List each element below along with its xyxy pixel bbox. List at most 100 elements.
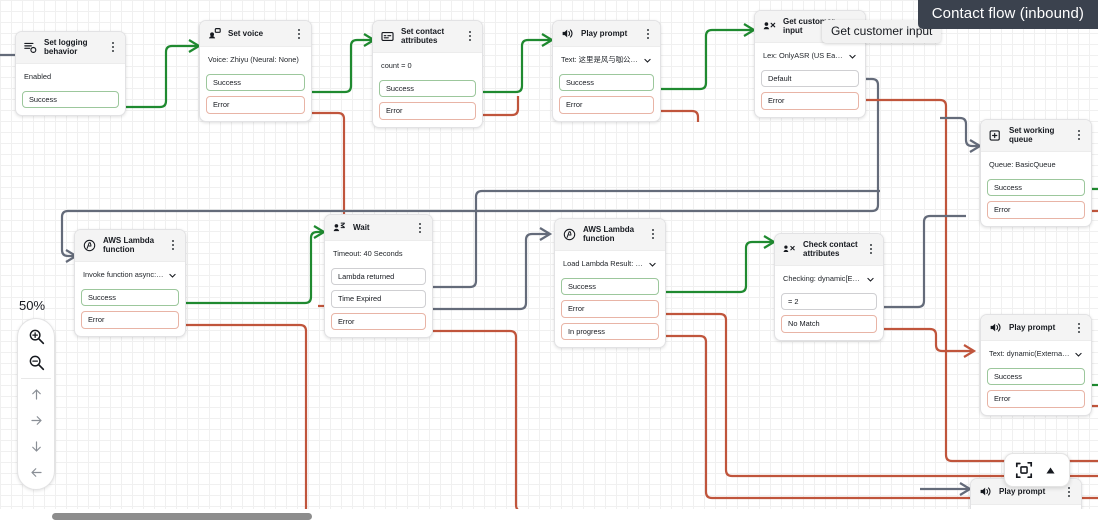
- speaker-icon: [980, 487, 991, 496]
- pan-left-button[interactable]: [19, 459, 53, 485]
- pan-down-button[interactable]: [19, 433, 53, 459]
- port-lambda-returned[interactable]: Lambda returned: [331, 267, 426, 286]
- zoom-controls-panel[interactable]: [17, 318, 55, 490]
- node-subtitle: Text: dynamic(External > ...: [989, 350, 1083, 359]
- node-tooltip: Get customer input: [822, 20, 942, 43]
- lambda-icon: [83, 239, 96, 252]
- port-error[interactable]: Error: [987, 390, 1085, 408]
- port-time-expired[interactable]: Time Expired: [331, 290, 426, 308]
- port-error[interactable]: Error: [81, 311, 179, 329]
- port-error[interactable]: Error: [561, 300, 659, 318]
- node-title: Set logging behavior: [44, 38, 88, 57]
- port-error[interactable]: Error: [206, 96, 305, 114]
- node-header: Set logging behavior: [16, 32, 125, 64]
- port-success[interactable]: Success: [206, 73, 305, 92]
- node-play-prompt-2[interactable]: Play prompt Text: dynamic(External > ...…: [980, 314, 1092, 416]
- node-set-logging-behavior[interactable]: Set logging behavior Enabled Success: [15, 31, 126, 117]
- node-menu-button[interactable]: [414, 221, 425, 234]
- node-set-working-queue[interactable]: Set working queue Queue: BasicQueue Succ…: [980, 119, 1092, 227]
- port-error[interactable]: Error: [559, 96, 654, 114]
- node-menu-button[interactable]: [1073, 129, 1084, 142]
- node-play-prompt-1[interactable]: Play prompt Text: 这里是风与咖公司售... Success E…: [552, 20, 661, 122]
- queue-icon: [989, 130, 1000, 141]
- node-body: Timeout: 40 Seconds: [325, 241, 432, 265]
- port-success[interactable]: Success: [559, 74, 654, 92]
- node-ports: Success Error: [553, 71, 660, 121]
- node-subtitle-text: Invoke function async: G...: [83, 270, 164, 279]
- collapse-button[interactable]: [1040, 460, 1060, 480]
- chevron-down-icon[interactable]: [643, 56, 652, 65]
- chevron-down-icon[interactable]: [648, 260, 657, 269]
- node-subtitle: Queue: BasicQueue: [989, 161, 1083, 170]
- node-body: Checking: dynamic[Extern...: [775, 266, 883, 290]
- port-success[interactable]: Success: [81, 288, 179, 307]
- node-menu-button[interactable]: [647, 228, 658, 241]
- chevron-down-icon[interactable]: [168, 271, 177, 280]
- port-success[interactable]: Success: [561, 277, 659, 296]
- chevron-down-icon[interactable]: [848, 52, 857, 61]
- node-menu-button[interactable]: [642, 27, 653, 40]
- canvas-float-toolbar[interactable]: [1004, 453, 1070, 487]
- node-menu-button[interactable]: [167, 239, 178, 252]
- port-error[interactable]: Error: [987, 201, 1085, 219]
- node-menu-button[interactable]: [107, 41, 118, 54]
- pan-up-button[interactable]: [19, 381, 53, 407]
- horizontal-scrollbar[interactable]: [0, 509, 1098, 523]
- node-header: Set working queue: [981, 120, 1091, 152]
- node-subtitle-text: count = 0: [381, 61, 412, 70]
- node-set-contact-attributes[interactable]: Set contact attributes count = 0 Success…: [372, 20, 483, 128]
- port-success[interactable]: Success: [379, 79, 476, 98]
- lambda-icon: [563, 228, 576, 241]
- node-aws-lambda-function-1[interactable]: AWS Lambda function Invoke function asyn…: [74, 229, 186, 337]
- node-ports: Success Error: [981, 176, 1091, 226]
- node-subtitle-text: Text: dynamic(External > ...: [989, 350, 1070, 359]
- node-subtitle-text: Enabled: [24, 72, 52, 81]
- node-body: Text: dynamic(External > ...: [981, 341, 1091, 365]
- node-subtitle-text: Checking: dynamic[Extern...: [783, 274, 862, 283]
- node-menu-button[interactable]: [865, 243, 876, 256]
- port-condition-equals-2[interactable]: = 2: [781, 292, 877, 311]
- node-aws-lambda-function-2[interactable]: AWS Lambda function Load Lambda Result: …: [554, 218, 666, 349]
- pan-right-button[interactable]: [19, 407, 53, 433]
- port-no-match[interactable]: No Match: [781, 315, 877, 333]
- zoom-in-button[interactable]: [19, 323, 53, 349]
- speaker-icon: [562, 29, 573, 38]
- zoom-in-icon: [29, 329, 44, 344]
- fit-to-screen-button[interactable]: [1014, 460, 1034, 480]
- node-check-contact-attributes[interactable]: Check contact attributes Checking: dynam…: [774, 233, 884, 341]
- chevron-down-icon[interactable]: [866, 275, 875, 284]
- node-set-voice[interactable]: Set voice Voice: Zhiyu (Neural: None) Su…: [199, 20, 312, 122]
- speaker-icon: [990, 323, 1001, 332]
- scrollbar-thumb[interactable]: [52, 513, 312, 520]
- node-menu-button[interactable]: [293, 27, 304, 40]
- node-menu-button[interactable]: [464, 30, 475, 43]
- node-menu-button[interactable]: [1073, 321, 1084, 334]
- port-success[interactable]: Success: [22, 90, 119, 109]
- port-default[interactable]: Default: [761, 69, 859, 88]
- zoom-out-button[interactable]: [19, 349, 53, 375]
- node-subtitle: Invoke function async: G...: [83, 271, 177, 280]
- port-success[interactable]: Success: [987, 368, 1085, 386]
- node-subtitle-text: Text: 这里是风与咖公司售...: [561, 56, 639, 65]
- port-error[interactable]: Error: [331, 312, 426, 331]
- arrow-down-icon: [31, 440, 41, 452]
- chevron-down-icon[interactable]: [1074, 350, 1083, 359]
- node-title: Get customer input: [783, 17, 835, 36]
- fit-to-screen-icon: [1015, 461, 1033, 479]
- divider: [21, 378, 51, 379]
- voice-icon: [208, 28, 221, 39]
- node-body: Queue: BasicQueue: [981, 152, 1091, 176]
- node-ports: Success Error: [75, 286, 185, 336]
- port-in-progress[interactable]: In progress: [561, 322, 659, 341]
- node-wait[interactable]: Wait Timeout: 40 Seconds Lambda returned…: [324, 214, 433, 339]
- port-success[interactable]: Success: [987, 178, 1085, 197]
- port-error[interactable]: Error: [379, 102, 476, 120]
- arrow-up-icon: [31, 388, 41, 400]
- node-title: Play prompt: [999, 486, 1046, 496]
- node-subtitle: Enabled: [24, 73, 117, 82]
- port-error[interactable]: Error: [761, 92, 859, 110]
- node-body: Text: 这里是风与咖公司售...: [553, 47, 660, 71]
- node-subtitle-text: Timeout: 40 Seconds: [333, 250, 403, 258]
- node-menu-button[interactable]: [1063, 485, 1074, 498]
